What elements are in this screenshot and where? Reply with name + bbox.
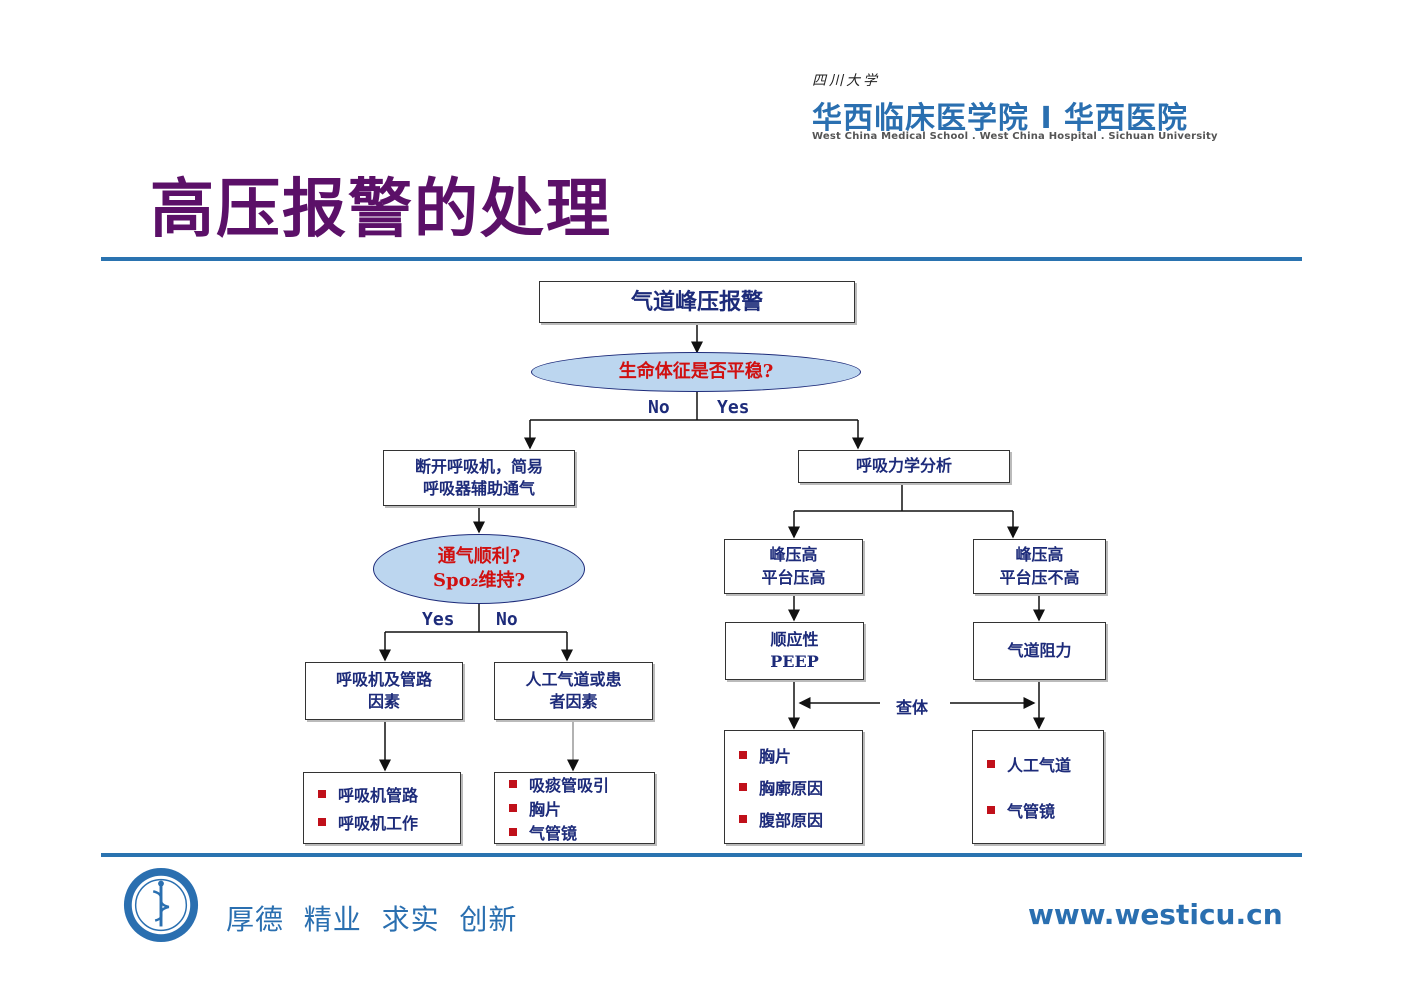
bullet-icon xyxy=(739,815,747,823)
airway-factors-line-1: 人工气道或患 xyxy=(525,669,622,689)
school-name: 华西临床医学院 I 华西医院 xyxy=(812,101,1189,136)
compliance-line-1: 顺应性 xyxy=(770,629,819,649)
bottom-divider xyxy=(101,853,1302,857)
physical-exam-label: 查体 xyxy=(896,698,929,717)
root-airway-peak-pressure-alarm: 气道峰压报警 xyxy=(539,281,855,323)
motto: 厚德 精业 求实 创新 xyxy=(226,903,518,936)
bullet-icon xyxy=(509,780,517,788)
vitals-no-label: No xyxy=(648,397,670,418)
list-item: 人工气道 xyxy=(987,752,1103,776)
list-item: 胸片 xyxy=(509,796,654,820)
php-line-2: 平台压高 xyxy=(761,567,826,587)
peak-high-plateau-normal-box: 峰压高 平台压不高 xyxy=(973,539,1106,594)
bullet-icon xyxy=(509,804,517,812)
vitals-question-text: 生命体征是否平稳? xyxy=(618,360,774,382)
phn-line-1: 峰压高 xyxy=(1015,545,1064,565)
bullet-icon xyxy=(739,783,747,791)
vent-yes-label: Yes xyxy=(422,609,455,630)
list-item: 气管镜 xyxy=(509,820,654,844)
disconnect-line-1: 断开呼吸机，简易 xyxy=(414,456,543,476)
disconnect-line-2: 呼吸器辅助通气 xyxy=(422,479,535,498)
vent-factors-line-1: 呼吸机及管路 xyxy=(335,669,432,689)
airway-resistance-box: 气道阻力 xyxy=(973,622,1106,680)
vent-question-line-2: Spo₂维持? xyxy=(432,570,526,591)
list-item: 腹部原因 xyxy=(739,807,862,831)
vitals-yes-label: Yes xyxy=(717,397,750,418)
list-item: 吸痰管吸引 xyxy=(509,772,654,796)
bullet-icon xyxy=(987,806,995,814)
bullet-icon xyxy=(318,790,326,798)
compliance-line-2: PEEP xyxy=(770,652,819,671)
vent-question-line-1: 通气顺利? xyxy=(437,545,521,567)
bullet-icon xyxy=(987,760,995,768)
respiratory-mechanics-box: 呼吸力学分析 xyxy=(798,450,1010,483)
top-divider xyxy=(101,257,1302,261)
list-item: 胸廓原因 xyxy=(739,775,862,799)
php-line-1: 峰压高 xyxy=(769,545,818,565)
ventilator-factors-box: 呼吸机及管路 因素 xyxy=(305,662,463,720)
hospital-seal-icon xyxy=(123,867,199,943)
compliance-peep-box: 顺应性 PEEP xyxy=(725,622,864,680)
vent-no-label: No xyxy=(496,609,518,630)
phn-line-2: 平台压不高 xyxy=(999,567,1080,587)
list-item: 胸片 xyxy=(739,743,862,767)
resistance-checklist: 人工气道 气管镜 xyxy=(972,730,1104,844)
list-item: 气管镜 xyxy=(987,798,1103,822)
page-title: 高压报警的处理 xyxy=(150,173,612,247)
school-name-english: West China Medical School . West China H… xyxy=(812,131,1218,142)
university-name: 四川大学 xyxy=(812,73,880,89)
bullet-icon xyxy=(739,751,747,759)
vent-factors-line-2: 因素 xyxy=(367,692,400,711)
list-item: 呼吸机工作 xyxy=(318,810,460,834)
list-item: 呼吸机管路 xyxy=(318,782,460,806)
bullet-icon xyxy=(318,818,326,826)
airway-factors-line-2: 者因素 xyxy=(549,692,598,711)
disconnect-ventilator-box: 断开呼吸机，简易 呼吸器辅助通气 xyxy=(383,450,575,506)
website-link[interactable]: www.westicu.cn xyxy=(1028,898,1283,931)
peak-high-plateau-high-box: 峰压高 平台压高 xyxy=(724,539,863,594)
airway-patient-factors-box: 人工气道或患 者因素 xyxy=(494,662,653,720)
compliance-checklist: 胸片 胸廓原因 腹部原因 xyxy=(724,730,863,844)
airway-checklist: 吸痰管吸引 胸片 气管镜 xyxy=(494,772,655,844)
ventilation-ok-question: 通气顺利? Spo₂维持? xyxy=(373,534,585,604)
vitals-stable-question: 生命体征是否平稳? xyxy=(531,352,861,392)
bullet-icon xyxy=(509,828,517,836)
ventilator-checklist: 呼吸机管路 呼吸机工作 xyxy=(303,772,461,844)
